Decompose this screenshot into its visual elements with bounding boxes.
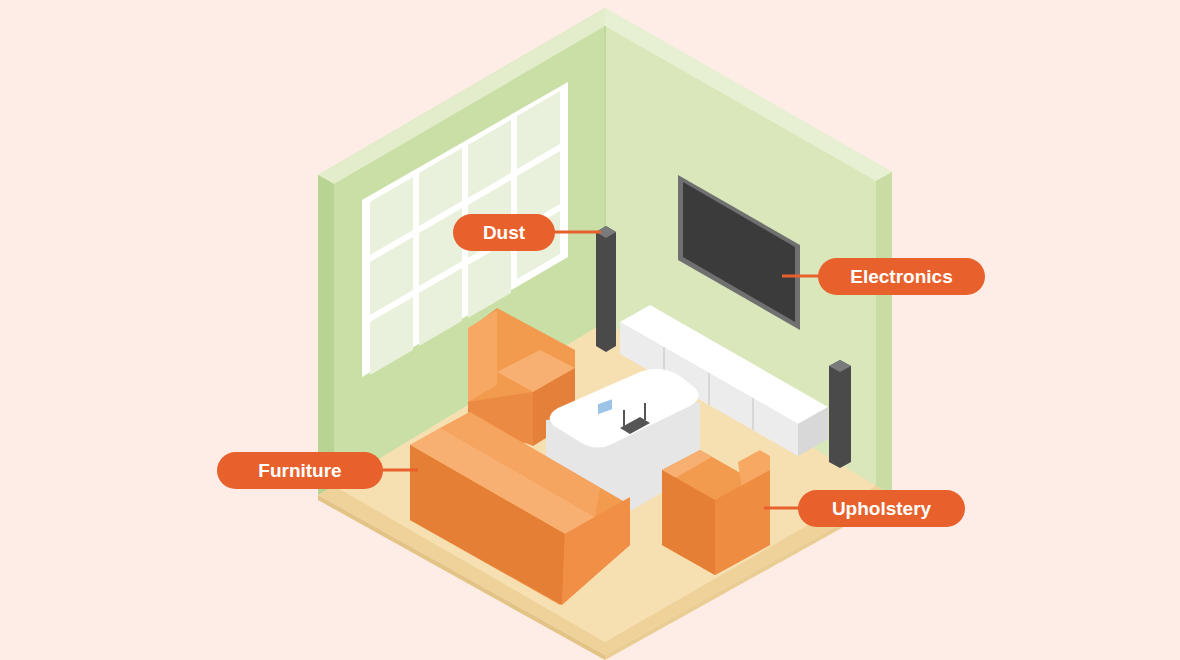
sofa: [562, 497, 630, 605]
callout-pill: Dust: [453, 214, 555, 251]
coffee-table: [550, 369, 699, 448]
callout-pill: Electronics: [818, 258, 985, 295]
right-wall: [605, 8, 892, 495]
armchair: [468, 310, 497, 402]
sofa: [410, 412, 630, 605]
wall-edge: [876, 172, 892, 495]
armchair: [715, 470, 770, 575]
callout-label: Furniture: [258, 461, 341, 480]
floor: [334, 322, 876, 642]
sofa: [410, 445, 565, 605]
callout-pill: Upholstery: [798, 490, 965, 527]
armchair: [662, 450, 770, 575]
armchair: [662, 470, 715, 575]
speaker: [596, 226, 616, 352]
speaker: [829, 360, 851, 468]
callout-label: Electronics: [850, 267, 952, 286]
wall-edge: [318, 175, 334, 495]
phone: [598, 399, 612, 414]
callout-label: Upholstery: [832, 499, 931, 518]
leader-line: [365, 232, 835, 508]
wall-rim: [605, 8, 892, 181]
callout-label: Dust: [483, 223, 525, 242]
router: [644, 403, 646, 420]
tv-screen: [683, 182, 795, 322]
armchair: [662, 450, 712, 478]
callout-pill: Furniture: [217, 452, 383, 489]
tv-stand: [798, 407, 828, 456]
tv-frame: [678, 175, 800, 330]
speaker: [829, 360, 851, 372]
router: [623, 410, 625, 428]
